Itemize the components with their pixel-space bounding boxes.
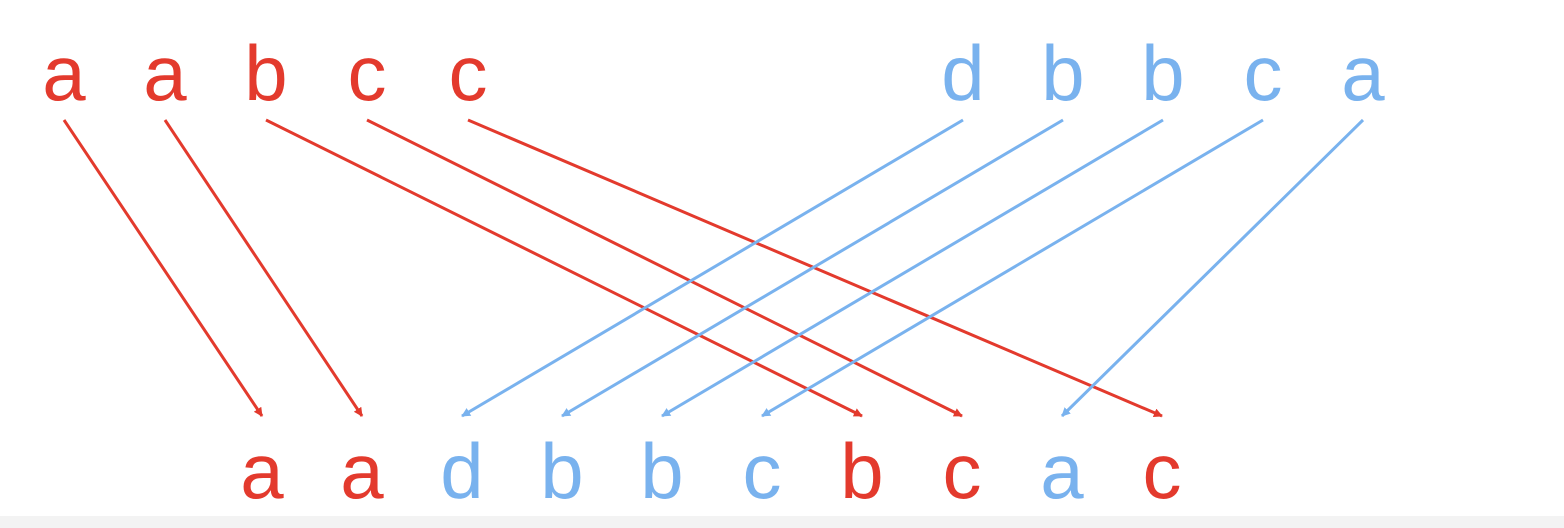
blue-mapping-arrow — [661, 118, 1164, 418]
source-blue-letter: b — [1041, 29, 1084, 117]
result-letter: a — [1040, 427, 1084, 515]
result-letter: b — [840, 427, 883, 515]
source-blue-letter: c — [1244, 29, 1283, 117]
result-letter: c — [743, 427, 782, 515]
result-letter: c — [1143, 427, 1182, 515]
blue-mapping-arrow — [761, 118, 1264, 418]
bottom-divider — [0, 516, 1564, 528]
source-red-letter: a — [143, 29, 187, 117]
mapping-arrows — [62, 118, 1365, 418]
source-red-letter: a — [42, 29, 86, 117]
blue-mapping-arrow — [461, 118, 964, 418]
result-letter: c — [943, 427, 982, 515]
result-letter: b — [640, 427, 683, 515]
red-mapping-arrow — [265, 118, 863, 418]
result-letter: a — [340, 427, 384, 515]
red-mapping-arrow — [62, 119, 264, 417]
source-red-letter: c — [449, 29, 488, 117]
source-blue-letter: d — [941, 29, 984, 117]
red-mapping-arrow — [366, 118, 963, 418]
red-mapping-arrow — [163, 119, 364, 417]
result-letter: a — [240, 427, 284, 515]
source-blue-letter: a — [1341, 29, 1385, 117]
source-red-letter: c — [348, 29, 387, 117]
source-blue-letter: b — [1141, 29, 1184, 117]
blue-mapping-arrow — [561, 118, 1064, 418]
blue-mapping-arrow — [1060, 118, 1365, 418]
source-red-letter: b — [244, 29, 287, 117]
result-letter: b — [540, 427, 583, 515]
result-letter: d — [440, 427, 483, 515]
